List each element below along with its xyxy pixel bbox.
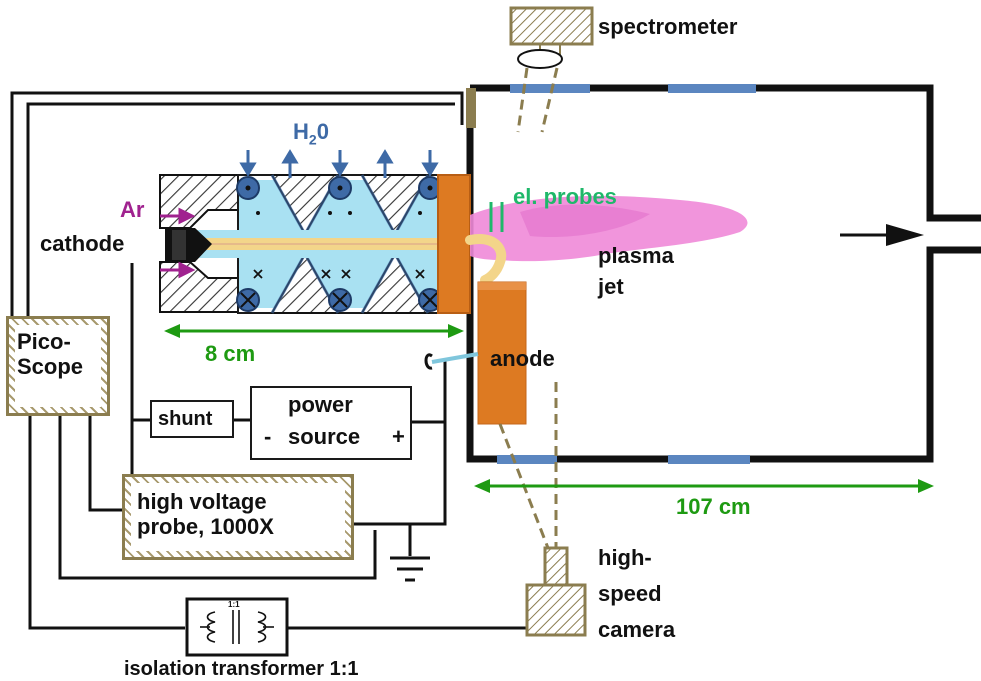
power-source-box: power source - + [250, 386, 412, 460]
viewport-window [497, 455, 557, 464]
camera-label-3: camera [598, 617, 676, 642]
picoscope-label-2: Scope [17, 354, 84, 380]
isolation-transformer-label: isolation transformer 1:1 [124, 658, 359, 680]
length-8cm-label: 8 cm [205, 341, 256, 366]
shunt-box: shunt [150, 400, 234, 438]
picoscope-box: Pico- Scope [6, 316, 110, 416]
water-label-o: 0 [316, 119, 329, 144]
power-label-2: source [288, 424, 361, 449]
argon-label: Ar [120, 197, 145, 222]
plus-label: + [392, 424, 405, 449]
anode-flange [437, 174, 471, 314]
chamber-port [466, 88, 476, 128]
hv-probe-label-2: probe, 1000X [137, 514, 274, 540]
transformer-ratio-label: 1:1 [228, 600, 240, 609]
el-probes-label: el. probes [513, 184, 617, 209]
camera-label-1: high- [598, 545, 652, 570]
viewport-window [510, 84, 590, 93]
viewport-window [668, 84, 756, 93]
isolation-transformer [185, 597, 289, 657]
spectrometer-label: spectrometer [598, 14, 738, 39]
exhaust-arrow [840, 224, 924, 246]
plasma-label: plasma [598, 243, 674, 268]
anode-coolant-fitting [424, 352, 479, 370]
anode-body [477, 281, 527, 425]
water-label: H20 [293, 119, 329, 148]
viewport-window [668, 455, 750, 464]
water-label-h: H [293, 119, 309, 144]
cathode-housing [159, 174, 239, 229]
dimension-107cm [474, 479, 934, 493]
dimension-8cm [164, 324, 464, 338]
jet-label: jet [598, 274, 624, 299]
shunt-label: shunt [158, 408, 213, 430]
camera-label-2: speed [598, 581, 662, 606]
coolant-channel [236, 288, 260, 312]
minus-label: - [264, 424, 272, 449]
vacuum-chamber [466, 84, 981, 464]
picoscope-label-1: Pico- [17, 329, 71, 354]
argon-inlet-arrows [160, 207, 196, 279]
anode-label: anode [490, 346, 555, 371]
electric-probes [489, 202, 504, 232]
spectrometer-optics [509, 6, 594, 133]
hv-probe-box: high voltage probe, 1000X [122, 474, 354, 560]
cathode-label: cathode [40, 231, 125, 256]
water-label-sub: 2 [308, 131, 317, 148]
length-107cm-label: 107 cm [676, 494, 751, 519]
water-flow-arrows [239, 149, 439, 178]
plasma-torch [159, 149, 471, 314]
hv-probe-label-1: high voltage [137, 489, 267, 514]
ground-symbol [390, 556, 430, 582]
coolant-channel [328, 288, 352, 312]
plasma-jet [465, 195, 748, 285]
power-label-1: power [288, 392, 353, 417]
